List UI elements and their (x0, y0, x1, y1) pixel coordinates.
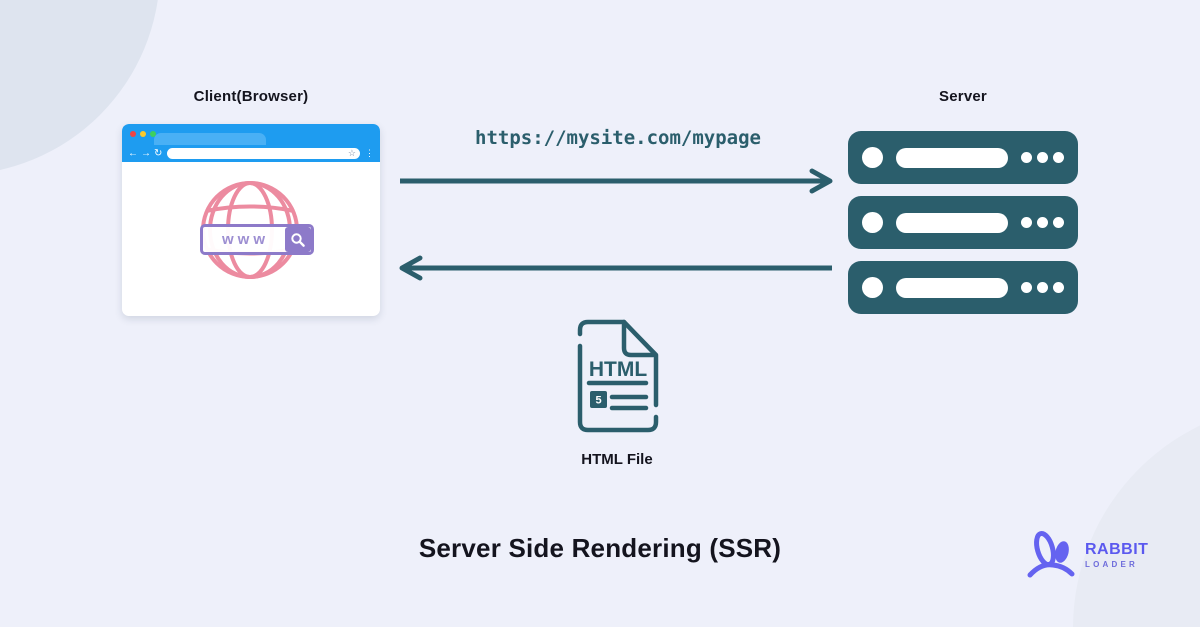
rabbit-ears-icon (1027, 530, 1075, 578)
browser-window: ← → ↻ ☆ ⋮ www (122, 124, 380, 316)
search-icon (285, 227, 311, 252)
diagram-title: Server Side Rendering (SSR) (418, 533, 782, 563)
www-text: www (221, 231, 269, 248)
server-light-icon (862, 277, 883, 298)
reload-icon: ↻ (154, 147, 163, 159)
html-file-label: HTML File (581, 451, 653, 468)
server-slot (895, 212, 1008, 233)
server-buttons (1021, 152, 1064, 163)
forward-icon: → (141, 147, 151, 159)
server-label: Server (939, 88, 987, 105)
html-file-icon: HTML 5 (577, 319, 659, 433)
client-label: Client(Browser) (193, 88, 309, 105)
server-unit (848, 261, 1078, 314)
browser-tab (154, 133, 266, 145)
decor-circle-bottom-right (1073, 403, 1200, 627)
server-buttons (1021, 217, 1064, 228)
minimize-dot-icon (140, 131, 146, 137)
browser-titlebar (122, 124, 380, 145)
brand-name-bottom: LOADER (1085, 559, 1138, 569)
close-dot-icon (130, 131, 136, 137)
address-bar: ☆ (167, 148, 360, 159)
server-slot (895, 147, 1008, 168)
window-control-dots (130, 131, 156, 137)
server-slot (895, 277, 1008, 298)
server-unit (848, 131, 1078, 184)
request-arrow (400, 168, 833, 194)
server-stack (848, 131, 1078, 326)
brand-text: RABBIT LOADER (1085, 540, 1149, 569)
html5-badge: 5 (595, 395, 601, 407)
maximize-dot-icon (150, 131, 156, 137)
rabbitloader-logo: RABBIT LOADER (1026, 528, 1148, 582)
back-icon: ← (128, 147, 138, 159)
browser-toolbar: ← → ↻ ☆ ⋮ (122, 145, 380, 162)
server-light-icon (862, 212, 883, 233)
request-url-text: https://mysite.com/mypage (475, 127, 761, 149)
html-icon-text: HTML (589, 358, 647, 381)
server-buttons (1021, 282, 1064, 293)
server-light-icon (862, 147, 883, 168)
www-search-bar: www (200, 224, 314, 255)
bookmark-star-icon: ☆ (347, 148, 356, 158)
server-unit (848, 196, 1078, 249)
browser-menu-icon: ⋮ (365, 148, 374, 158)
response-arrow (399, 255, 832, 281)
brand-name-top: RABBIT (1085, 540, 1149, 558)
